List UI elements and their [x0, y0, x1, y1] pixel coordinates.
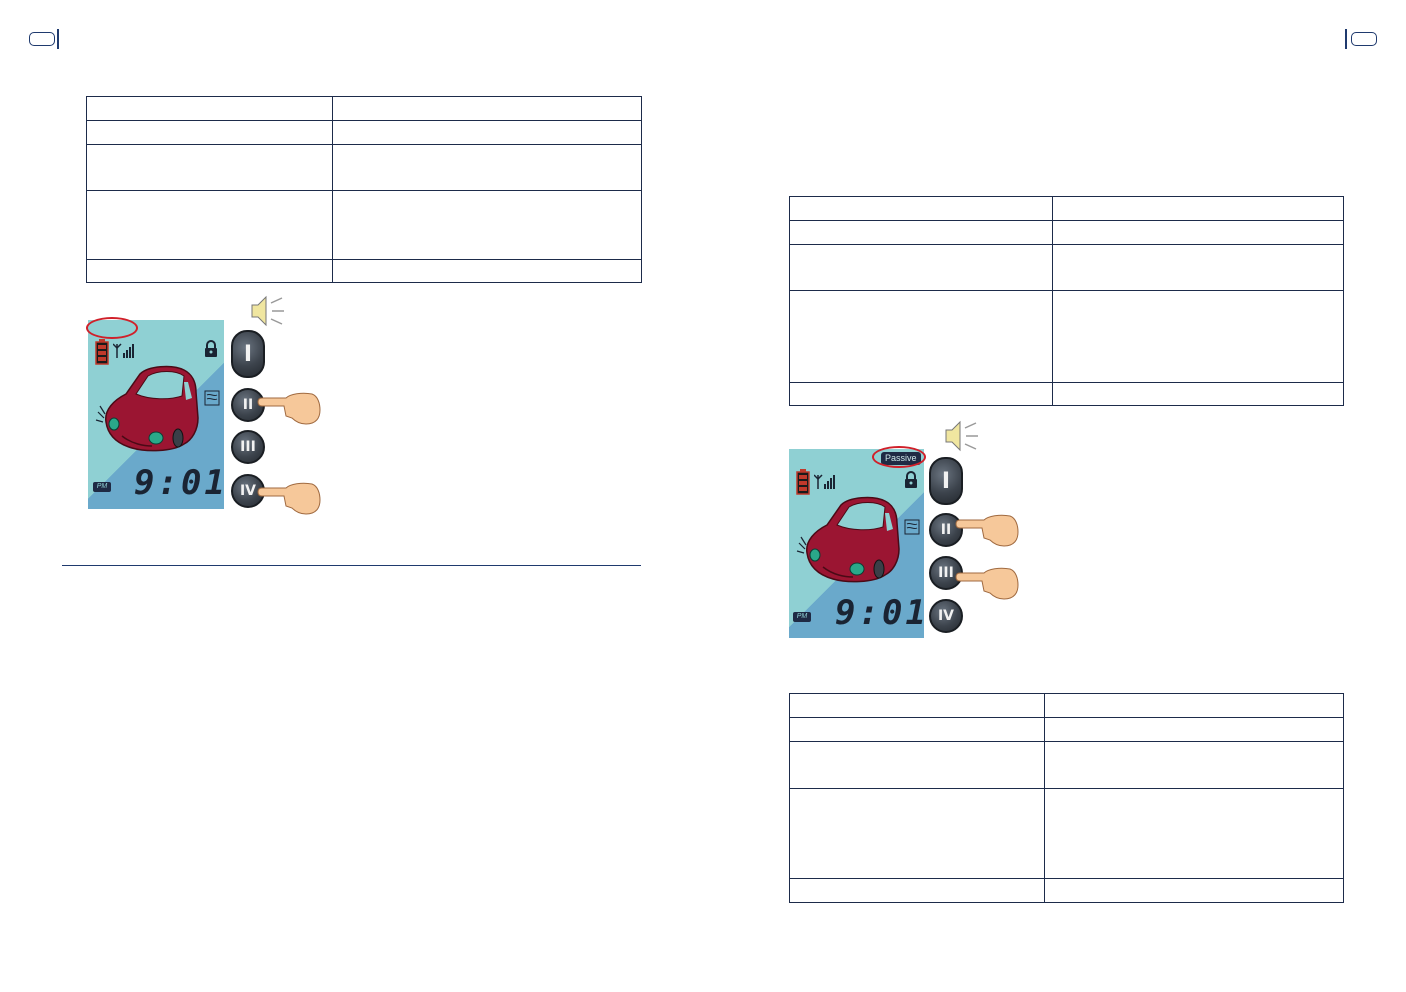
- table-row: [789, 741, 1344, 789]
- table-cell: [789, 788, 1045, 879]
- table-row: [86, 96, 642, 121]
- lcd-screen: Passive PM 9:01: [789, 449, 924, 638]
- table-row: [789, 196, 1344, 221]
- key-button-iv[interactable]: IV: [231, 474, 265, 508]
- remote-figure-left: PM 9:01 I II III IV: [80, 292, 340, 522]
- lock-icon: [205, 340, 217, 357]
- key-label: III: [938, 565, 954, 581]
- table-cell: [1052, 196, 1344, 221]
- key-label: I: [941, 468, 951, 494]
- shock-sensor-icon: [204, 390, 220, 406]
- table-cell: [1044, 788, 1344, 879]
- lock-icon: [905, 471, 917, 488]
- key-button-ii[interactable]: II: [929, 513, 963, 547]
- pm-indicator: PM: [793, 612, 811, 622]
- table-row: [789, 717, 1344, 742]
- table-cell: [332, 144, 642, 191]
- table-row: [789, 290, 1344, 383]
- table-row: [789, 878, 1344, 903]
- table-cell: [789, 196, 1053, 221]
- key-label: I: [243, 341, 253, 367]
- table-cell: [1052, 382, 1344, 406]
- table-row: [86, 190, 642, 260]
- key-label: III: [240, 439, 256, 455]
- shock-sensor-icon: [904, 519, 920, 535]
- table-cell: [332, 120, 642, 145]
- highlight-ellipse: [872, 446, 926, 468]
- section-divider: [62, 565, 641, 566]
- table-cell: [332, 259, 642, 283]
- table-row: [789, 220, 1344, 245]
- key-button-iv[interactable]: IV: [929, 599, 963, 633]
- key-button-i[interactable]: I: [929, 457, 963, 505]
- finger-icon: [955, 567, 1019, 600]
- right-table-bottom: [789, 693, 1344, 903]
- key-button-ii[interactable]: II: [231, 388, 265, 422]
- table-row: [789, 788, 1344, 879]
- signal-icon: [113, 343, 134, 358]
- key-label: IV: [239, 483, 257, 499]
- page-number-badge-right: [1351, 32, 1377, 46]
- left-table: [86, 96, 642, 283]
- table-cell: [1052, 220, 1344, 245]
- table-row: [86, 120, 642, 145]
- key-button-i[interactable]: I: [231, 330, 265, 378]
- table-cell: [1052, 290, 1344, 383]
- lcd-clock: 9:01: [835, 593, 924, 633]
- speaker-icon: [945, 420, 978, 452]
- car-icon: [95, 365, 199, 452]
- table-row: [789, 244, 1344, 291]
- page-number-badge-left: [29, 32, 55, 46]
- table-cell: [86, 120, 333, 145]
- lcd-clock: 9:01: [134, 463, 224, 503]
- table-cell: [789, 290, 1053, 383]
- table-cell: [1044, 878, 1344, 903]
- right-table-top: [789, 196, 1344, 406]
- highlight-ellipse: [86, 317, 138, 339]
- table-cell: [1052, 244, 1344, 291]
- key-button-iii[interactable]: III: [231, 430, 265, 464]
- table-cell: [1044, 693, 1344, 718]
- battery-icon: [796, 469, 810, 495]
- lcd-screen: PM 9:01: [88, 320, 224, 509]
- table-cell: [86, 259, 333, 283]
- finger-icon: [955, 514, 1019, 547]
- table-cell: [789, 693, 1045, 718]
- key-button-iii[interactable]: III: [929, 556, 963, 590]
- remote-figure-right: Passive PM 9:01 I II III IV: [782, 417, 1042, 647]
- table-row: [86, 259, 642, 283]
- table-cell: [789, 741, 1045, 789]
- table-row: [789, 693, 1344, 718]
- finger-icon: [257, 482, 321, 515]
- table-cell: [1044, 741, 1344, 789]
- key-label: IV: [937, 608, 955, 624]
- table-cell: [789, 878, 1045, 903]
- table-cell: [789, 382, 1053, 406]
- key-label: II: [940, 522, 952, 538]
- table-cell: [86, 96, 333, 121]
- table-row: [86, 144, 642, 191]
- table-row: [789, 382, 1344, 406]
- table-cell: [332, 190, 642, 260]
- signal-icon: [814, 474, 835, 489]
- table-cell: [1044, 717, 1344, 742]
- pm-indicator: PM: [93, 482, 111, 492]
- table-cell: [86, 190, 333, 260]
- table-cell: [332, 96, 642, 121]
- key-label: II: [242, 397, 254, 413]
- car-icon: [796, 496, 900, 583]
- table-cell: [789, 220, 1053, 245]
- speaker-icon: [251, 295, 284, 327]
- finger-icon: [257, 392, 321, 425]
- page-rule-left: [57, 29, 59, 49]
- table-cell: [789, 717, 1045, 742]
- page-rule-right: [1345, 29, 1347, 49]
- table-cell: [86, 144, 333, 191]
- table-cell: [789, 244, 1053, 291]
- battery-icon: [95, 339, 109, 365]
